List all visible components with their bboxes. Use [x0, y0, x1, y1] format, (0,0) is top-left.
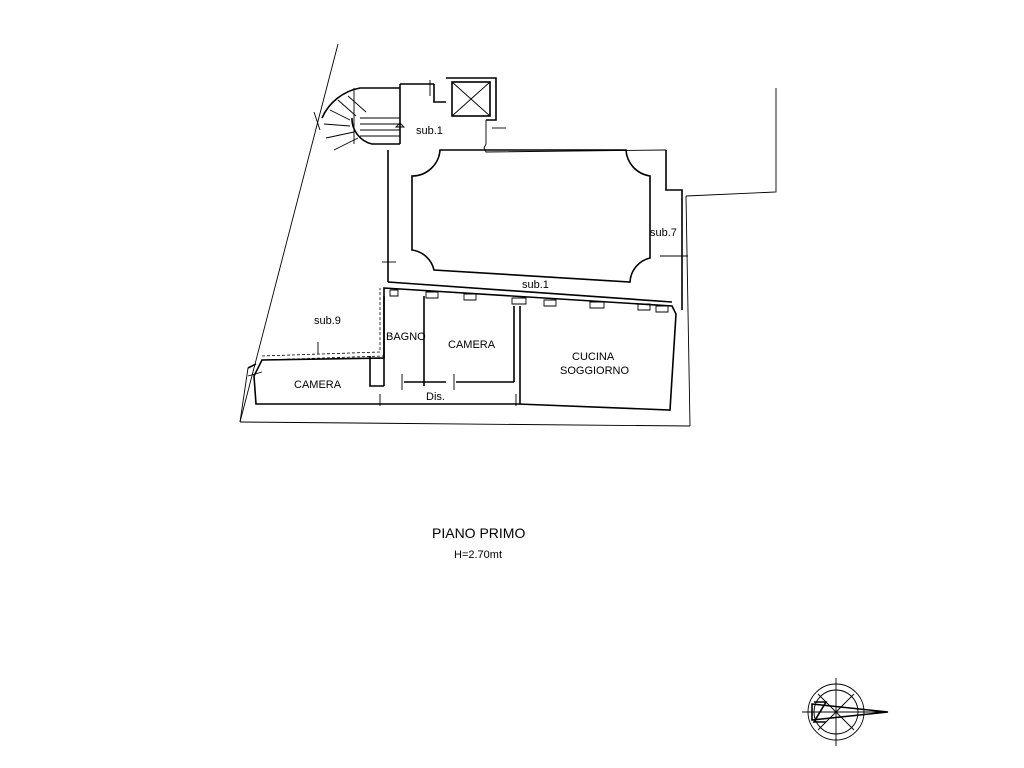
sub9-strip	[261, 288, 385, 361]
label-sub1-top: sub.1	[416, 125, 443, 137]
elevator-shaft	[451, 81, 491, 117]
label-dis: Dis.	[426, 391, 445, 403]
label-sub9: sub.9	[314, 315, 341, 327]
label-sub7: sub.7	[650, 227, 677, 239]
north-arrow-icon	[802, 678, 889, 746]
courtyard-outline	[411, 149, 651, 283]
label-sub1-mid: sub.1	[522, 279, 549, 291]
label-bagno: BAGNO	[386, 331, 426, 343]
label-camera-mid: CAMERA	[448, 339, 496, 351]
label-cucina: CUCINA	[572, 351, 615, 363]
apartment-block	[239, 287, 677, 423]
site-boundary	[239, 43, 777, 427]
label-soggiorno: SOGGIORNO	[560, 365, 630, 377]
label-camera-left: CAMERA	[294, 379, 342, 391]
corridor-walls	[382, 77, 688, 310]
floor-title: PIANO PRIMO	[432, 525, 525, 541]
interior-partitions	[369, 296, 521, 406]
spiral-staircase	[313, 87, 406, 151]
floor-height: H=2.70mt	[454, 549, 502, 561]
